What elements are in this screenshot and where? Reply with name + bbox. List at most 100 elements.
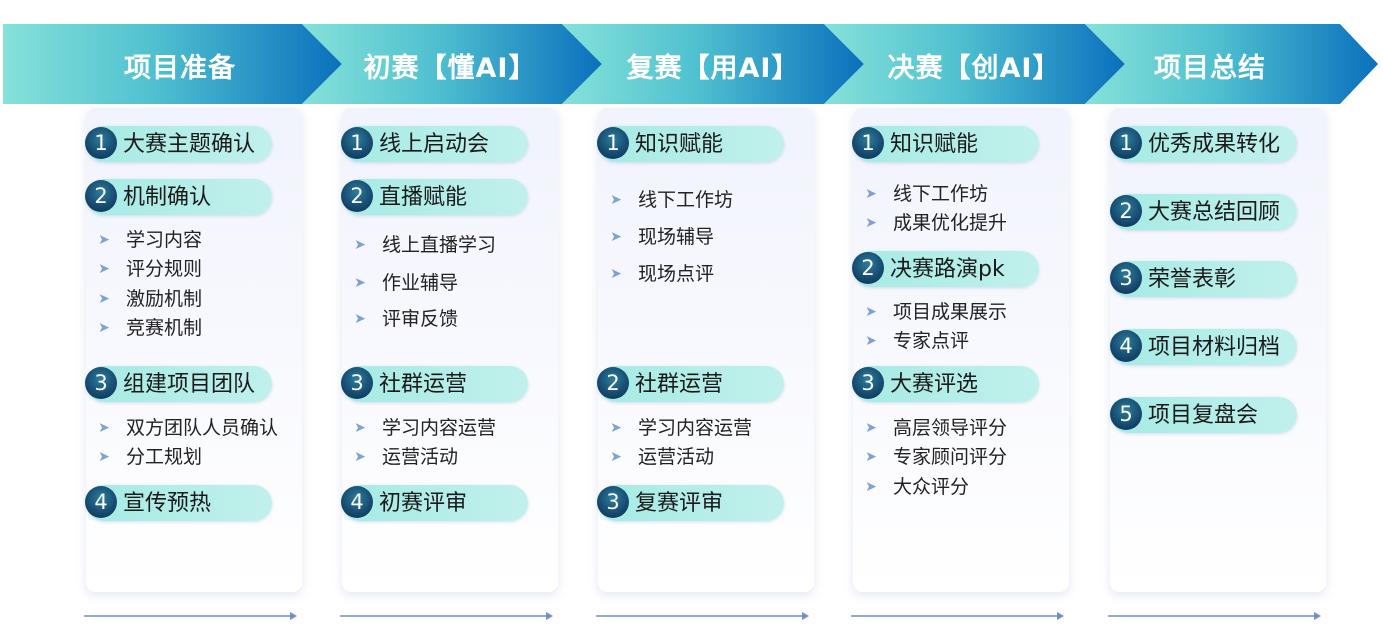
step-label: 机制确认 [123,185,212,210]
step-label: 项目复盘会 [1148,403,1259,428]
chevron-right-icon: ➤ [610,449,622,465]
step-label: 知识赋能 [890,132,979,157]
sub-item: ➤作业辅导 [354,271,458,295]
step-label: 宣传预热 [123,491,212,516]
stage-chevron-3 [562,24,864,104]
step-number-badge: 1 [85,127,117,159]
step-number-badge: 3 [852,367,884,399]
sub-item: ➤学习内容 [98,228,202,252]
step-number-badge: 2 [341,180,373,212]
step-pill: 3 复赛评审 [597,485,784,521]
step-label: 优秀成果转化 [1148,132,1281,157]
step-pill: 2 大赛总结回顾 [1110,194,1297,230]
arrow-right-icon [340,612,553,620]
step-number-badge: 2 [597,367,629,399]
chevron-right-icon: ➤ [98,320,110,336]
step-label: 组建项目团队 [123,372,256,397]
sub-item: ➤竞赛机制 [98,316,202,340]
chevron-right-icon: ➤ [610,266,622,282]
step-label: 项目材料归档 [1148,335,1281,360]
arrow-right-icon [596,612,809,620]
stage-banner [3,24,1378,104]
sub-item: ➤学习内容运营 [354,416,496,440]
chevron-right-icon: ➤ [865,479,877,495]
chevron-right-icon: ➤ [354,275,366,291]
step-pill: 4 宣传预热 [85,485,272,521]
sub-item: ➤专家点评 [865,329,969,353]
sub-item: ➤成果优化提升 [865,211,1007,235]
chevron-right-icon: ➤ [354,311,366,327]
step-number-badge: 3 [341,367,373,399]
sub-item: ➤线下工作坊 [865,182,988,206]
arrow-right-icon [851,612,1064,620]
step-number-badge: 3 [85,367,117,399]
step-number-badge: 1 [341,127,373,159]
step-number-badge: 4 [85,486,117,518]
stage-chevron-5 [1085,24,1378,104]
chevron-right-icon: ➤ [865,304,877,320]
chevron-right-icon: ➤ [610,229,622,245]
step-label: 直播赋能 [379,185,468,210]
sub-item: ➤激励机制 [98,287,202,311]
stage-chevron-1 [3,24,342,104]
chevron-right-icon: ➤ [98,232,110,248]
step-pill: 1 知识赋能 [852,126,1039,162]
arrow-right-icon [84,612,297,620]
step-pill: 3 组建项目团队 [85,366,272,402]
step-label: 大赛总结回顾 [1148,200,1281,225]
sub-item: ➤线下工作坊 [610,188,733,212]
sub-item: ➤项目成果展示 [865,300,1007,324]
step-pill: 2 机制确认 [85,179,272,215]
step-number-badge: 4 [341,486,373,518]
chevron-right-icon: ➤ [354,449,366,465]
stage-title-4: 决赛【创AI】 [887,53,1061,84]
stage-title-2: 初赛【懂AI】 [363,53,537,84]
sub-item: ➤学习内容运营 [610,416,752,440]
sub-item: ➤评审反馈 [354,307,458,331]
step-pill: 1 优秀成果转化 [1110,126,1297,162]
chevron-right-icon: ➤ [98,291,110,307]
step-pill: 2 决赛路演pk [852,251,1039,287]
arrow-right-icon [1108,612,1321,620]
step-label: 社群运营 [379,372,468,397]
step-pill: 2 直播赋能 [341,179,528,215]
stage-title-1: 项目准备 [124,53,236,84]
step-number-badge: 5 [1110,398,1142,430]
step-label: 社群运营 [635,372,724,397]
step-pill: 1 大赛主题确认 [85,126,272,162]
step-number-badge: 4 [1110,330,1142,362]
step-number-badge: 2 [1110,195,1142,227]
step-pill: 3 荣誉表彰 [1110,261,1297,297]
chevron-right-icon: ➤ [865,333,877,349]
step-pill: 3 大赛评选 [852,366,1039,402]
step-label: 大赛主题确认 [123,132,256,157]
step-label: 线上启动会 [379,132,490,157]
sub-item: ➤运营活动 [354,445,458,469]
step-pill: 2 社群运营 [597,366,784,402]
step-number-badge: 2 [852,252,884,284]
step-label: 初赛评审 [379,491,468,516]
sub-item: ➤现场点评 [610,262,714,286]
chevron-right-icon: ➤ [354,237,366,253]
sub-item: ➤线上直播学习 [354,233,496,257]
step-number-badge: 1 [852,127,884,159]
step-label: 决赛路演pk [890,257,1005,282]
step-label: 荣誉表彰 [1148,267,1237,292]
chevron-right-icon: ➤ [865,449,877,465]
stage-column-4 [853,108,1069,592]
sub-item: ➤双方团队人员确认 [98,416,278,440]
step-pill: 1 线上启动会 [341,126,528,162]
sub-item: ➤运营活动 [610,445,714,469]
step-number-badge: 1 [597,127,629,159]
step-number-badge: 2 [85,180,117,212]
chevron-right-icon: ➤ [610,192,622,208]
sub-item: ➤高层领导评分 [865,416,1007,440]
step-pill: 4 初赛评审 [341,485,528,521]
chevron-right-icon: ➤ [865,215,877,231]
step-number-badge: 3 [1110,262,1142,294]
sub-item: ➤专家顾问评分 [865,445,1007,469]
sub-item: ➤分工规划 [98,445,202,469]
step-pill: 3 社群运营 [341,366,528,402]
stage-title-3: 复赛【用AI】 [626,53,800,84]
chevron-right-icon: ➤ [865,186,877,202]
